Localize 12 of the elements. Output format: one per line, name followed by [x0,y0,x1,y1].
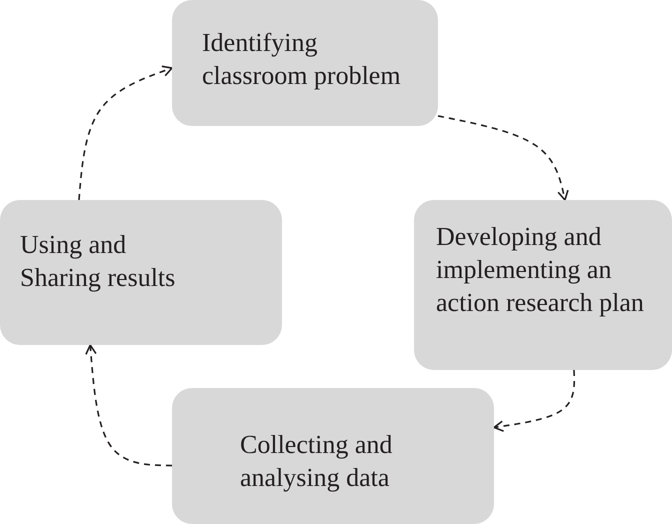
process-box [172,0,438,126]
process-box [414,200,672,370]
dashed-arrow [438,115,569,201]
process-box [0,200,282,345]
step-label: Developing and implementing an action research plan [436,221,645,319]
dashed-arrow [493,370,576,432]
process-box [172,388,494,524]
dashed-arrow [78,66,173,200]
step-label: Using and Sharing results [20,229,176,294]
step-label: Identifying classroom problem [202,27,402,92]
step-label: Collecting and analysing data [240,429,394,494]
dashed-arrow [85,344,172,466]
